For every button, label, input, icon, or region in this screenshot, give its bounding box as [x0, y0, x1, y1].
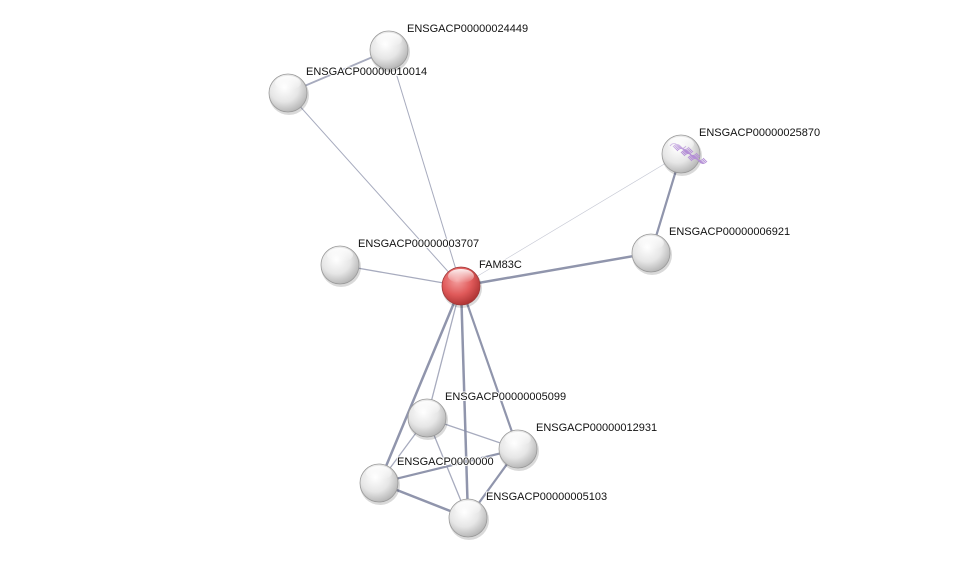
node-label: FAM83C	[479, 259, 522, 271]
edge-FAM83C-n5099[interactable]	[426, 285, 462, 419]
node-label: ENSGACP00000003707	[358, 238, 479, 250]
edge-n12931-nX[interactable]	[378, 447, 519, 485]
node-label: ENSGACP00000024449	[407, 23, 528, 35]
node-n10014[interactable]	[268, 73, 309, 115]
node-label: ENSGACP00000012931	[536, 422, 657, 434]
node-n6921[interactable]	[631, 233, 672, 275]
edge-FAM83C-n12931[interactable]	[459, 285, 520, 450]
node-n25870[interactable]	[661, 134, 708, 176]
edge-FAM83C-n25870[interactable]	[460, 153, 682, 287]
node-label: ENSGACP00000005099	[445, 391, 566, 403]
node-label: ENSGACP00000025870	[699, 127, 820, 139]
node-label: ENSGACP00000010014	[306, 66, 427, 78]
edge-FAM83C-n3707[interactable]	[339, 264, 462, 287]
edge-FAM83C-n6921[interactable]	[460, 251, 652, 288]
node-nX[interactable]	[359, 463, 400, 505]
labels-layer: FAM83C ENSGACP00000024449ENSGACP000000100…	[305, 22, 821, 504]
edge-FAM83C-n10014[interactable]	[287, 92, 462, 287]
query-node-FAM83C[interactable]	[441, 266, 482, 308]
node-n5099[interactable]	[407, 398, 448, 440]
node-n12931[interactable]	[498, 429, 539, 471]
edge-FAM83C-n5103[interactable]	[459, 285, 470, 519]
node-label: ENSGACP00000006921	[669, 226, 790, 238]
node-n3707[interactable]	[320, 245, 361, 287]
node-n5103[interactable]	[448, 498, 489, 540]
node-label: ENSGACP0000000	[397, 456, 494, 468]
node-label: ENSGACP00000005103	[486, 491, 607, 503]
edge-FAM83C-nX[interactable]	[377, 285, 463, 484]
node-n24449[interactable]	[369, 30, 410, 72]
nodes-layer	[268, 30, 708, 540]
edge-FAM83C-n24449[interactable]	[388, 49, 462, 287]
